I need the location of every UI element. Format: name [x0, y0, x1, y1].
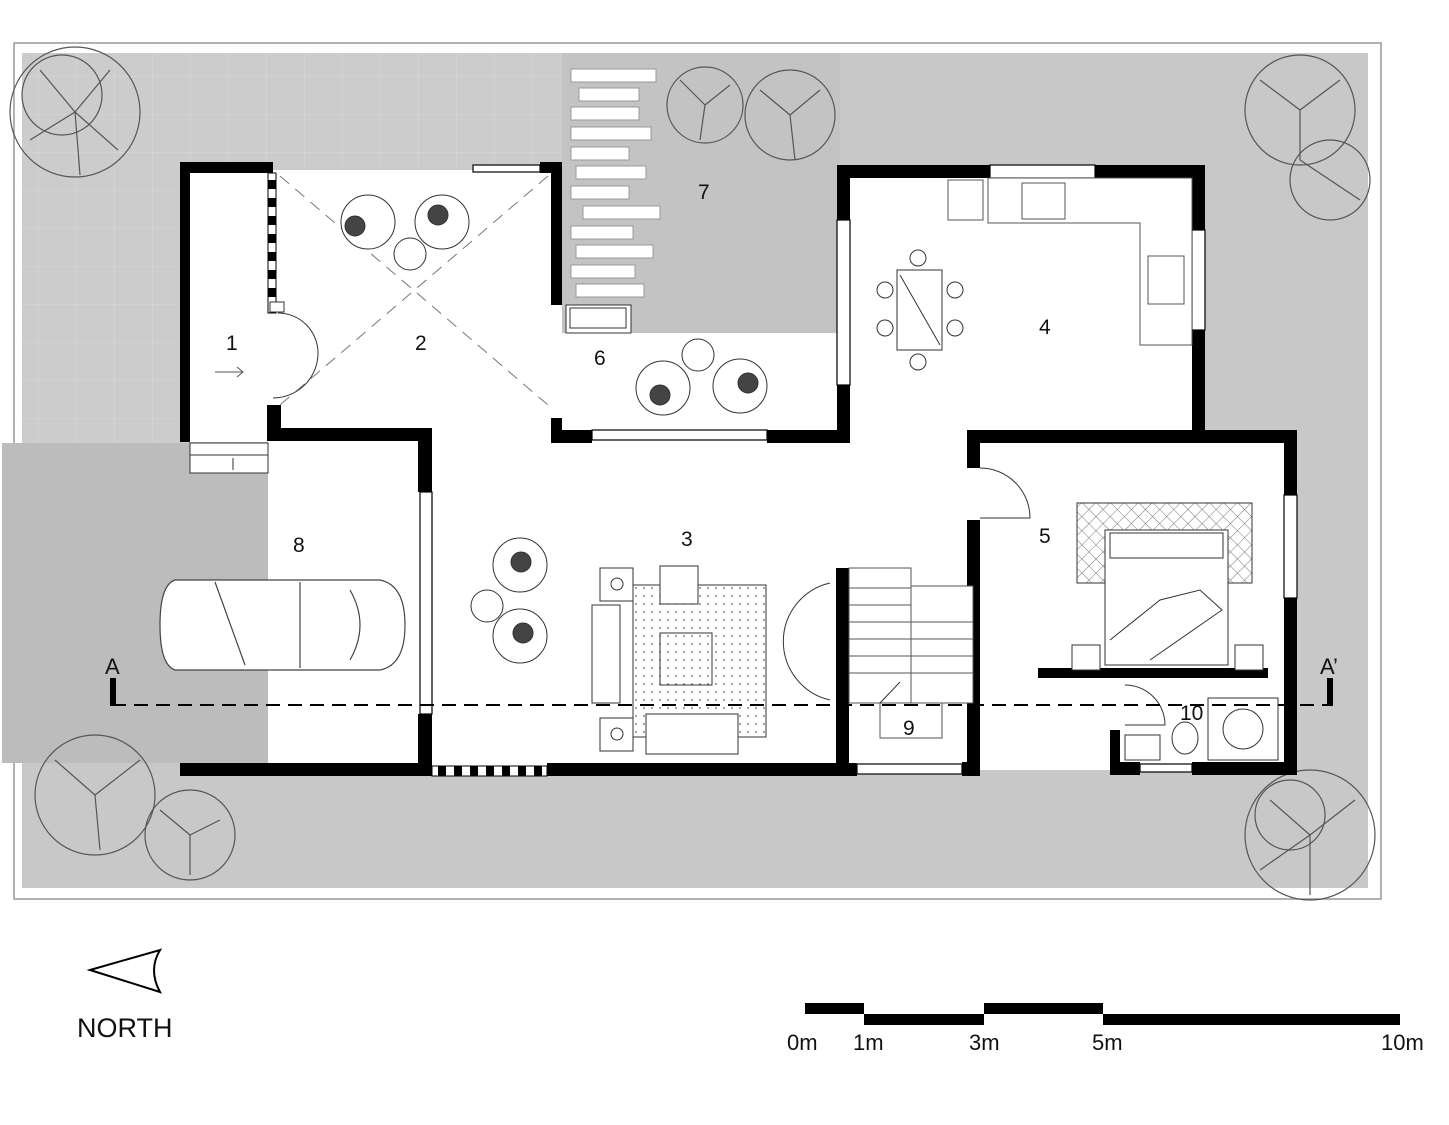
scale-bar	[805, 1003, 1400, 1025]
scale-tick-label: 5m	[1092, 1030, 1123, 1055]
arrow-right-icon	[215, 366, 244, 378]
windows	[419, 164, 1298, 775]
room-label-7: 7	[698, 181, 710, 204]
room-label-6: 6	[594, 347, 606, 370]
section-line	[110, 678, 1333, 706]
room-label-10: 10	[1180, 702, 1203, 725]
window-grille	[431, 765, 548, 777]
tree-icon	[34, 734, 236, 881]
bedroom-door	[979, 467, 1031, 519]
bed	[1071, 502, 1264, 671]
room-label-9: 9	[903, 717, 915, 740]
staircase	[848, 567, 974, 739]
room-label-1: 1	[226, 332, 238, 355]
room-label-2: 2	[415, 332, 427, 355]
armchair-set	[470, 537, 548, 664]
north-label: NORTH	[77, 1013, 173, 1043]
tree-icon	[1244, 54, 1371, 221]
dining-table	[876, 249, 964, 371]
kitchen-counter	[947, 177, 1193, 346]
armchair-set	[635, 338, 768, 416]
walls	[180, 162, 1297, 776]
scale-tick-label: 10m	[1381, 1030, 1424, 1055]
bench	[565, 304, 632, 334]
room-label-3: 3	[681, 528, 693, 551]
scale-tick-label: 0m	[787, 1030, 818, 1055]
tree-icon	[666, 66, 836, 161]
window-grille	[267, 172, 277, 314]
entry-steps	[189, 442, 269, 474]
bathroom-fixtures	[1124, 684, 1279, 761]
living-room-furniture	[591, 565, 831, 755]
north-arrow-icon	[86, 948, 163, 994]
entrance-door	[269, 301, 319, 399]
room-label-4: 4	[1039, 316, 1051, 339]
room-label-5: 5	[1039, 525, 1051, 548]
scale-tick-label: 1m	[853, 1030, 884, 1055]
armchair-set	[340, 194, 470, 271]
section-label-end: A’	[1320, 654, 1338, 679]
section-label-start: A	[105, 654, 120, 679]
scale-tick-label: 3m	[969, 1030, 1000, 1055]
car	[159, 579, 406, 671]
room-label-8: 8	[293, 534, 305, 557]
tree-icon	[9, 46, 141, 178]
tree-icon	[1244, 769, 1376, 901]
stepping-stones	[570, 68, 661, 298]
